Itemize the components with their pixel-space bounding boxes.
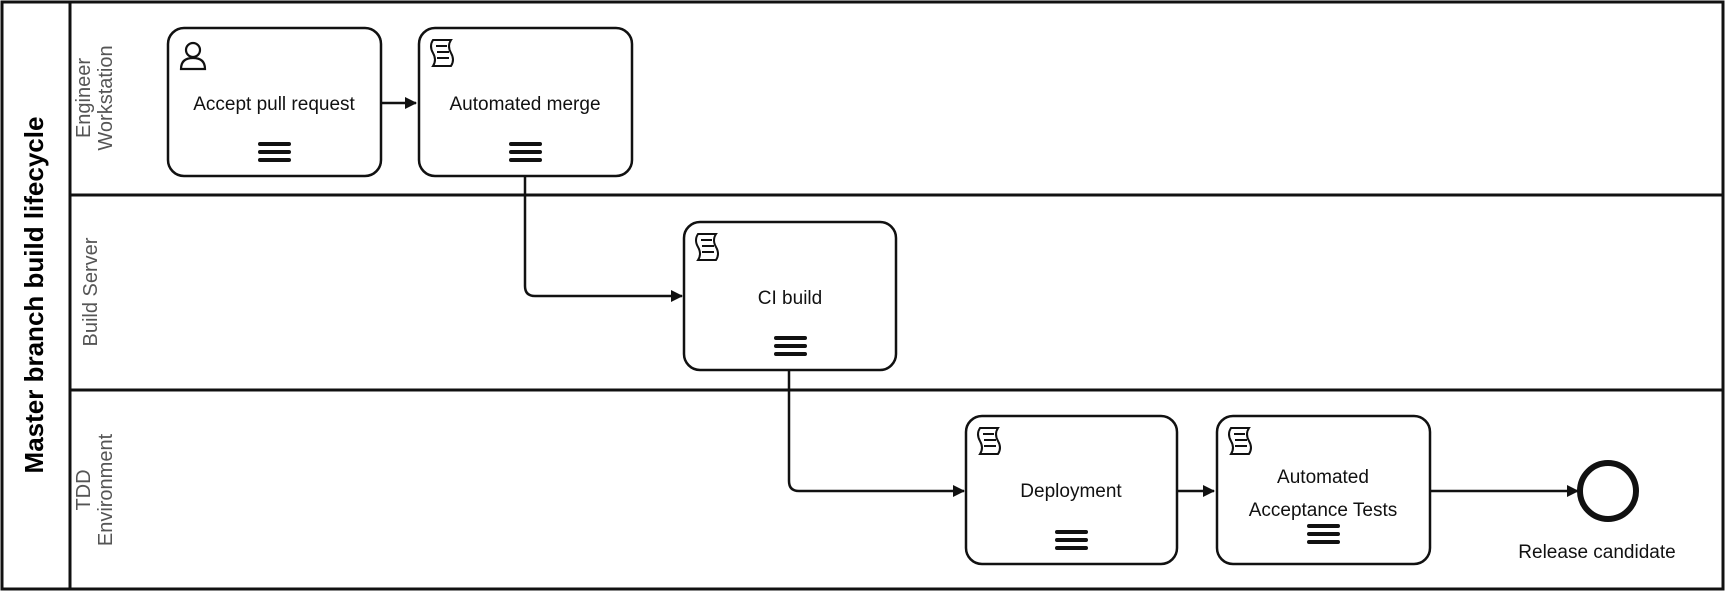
sequence-flows	[381, 97, 1579, 497]
sequential-multi-instance-icon	[1307, 524, 1340, 544]
end-event-label: Release candidate	[1518, 542, 1675, 563]
sequential-multi-instance-icon	[258, 142, 291, 162]
end-event-release-candidate[interactable]: Release candidate	[1518, 460, 1676, 563]
task-automated-merge[interactable]: Automated merge	[417, 26, 634, 178]
task-box[interactable]	[166, 26, 383, 178]
lane-title-line1: TDD	[73, 469, 95, 510]
lane-title-line2: Workstation	[95, 45, 117, 150]
lane-build-server: Build Server	[80, 237, 102, 346]
task-accept-pull-request[interactable]: Accept pull request	[166, 26, 383, 178]
lane-title-line1: Engineer	[73, 58, 95, 138]
script-task-icon	[1228, 427, 1252, 455]
task-ci-build[interactable]: CI build	[682, 220, 898, 372]
sequential-multi-instance-icon	[509, 142, 542, 162]
task-label-line1: Deployment	[1020, 481, 1122, 502]
lane-engineer-workstation: Engineer Workstation	[73, 45, 117, 150]
flow-ci-to-deploy[interactable]	[787, 371, 965, 497]
task-box[interactable]	[1215, 414, 1432, 566]
script-task-icon	[430, 39, 454, 67]
task-box[interactable]	[417, 26, 634, 178]
task-label-line2: Acceptance Tests	[1249, 500, 1398, 521]
task-box[interactable]	[682, 220, 898, 372]
task-automated-acceptance-tests[interactable]: Automated Acceptance Tests	[1215, 414, 1432, 566]
sequential-multi-instance-icon	[774, 336, 807, 356]
script-task-icon	[977, 427, 1001, 455]
user-task-icon	[179, 41, 207, 71]
task-box[interactable]	[964, 414, 1179, 566]
task-deployment[interactable]: Deployment	[964, 414, 1179, 566]
end-event-icon[interactable]	[1577, 460, 1639, 522]
flow-merge-to-ci[interactable]	[523, 177, 683, 302]
script-task-icon	[695, 233, 719, 261]
task-label-line1: Accept pull request	[193, 94, 355, 115]
task-label-line1: Automated merge	[449, 94, 600, 115]
task-label-line1: Automated	[1277, 467, 1369, 488]
lane-title-line2: Environment	[95, 433, 117, 546]
task-label-line1: CI build	[758, 288, 822, 309]
pool-title: Master branch build lifecycle	[19, 117, 49, 474]
sequential-multi-instance-icon	[1055, 530, 1088, 550]
lane-title-line1: Build Server	[80, 237, 102, 346]
lane-tdd-environment: TDD Environment	[73, 433, 117, 546]
